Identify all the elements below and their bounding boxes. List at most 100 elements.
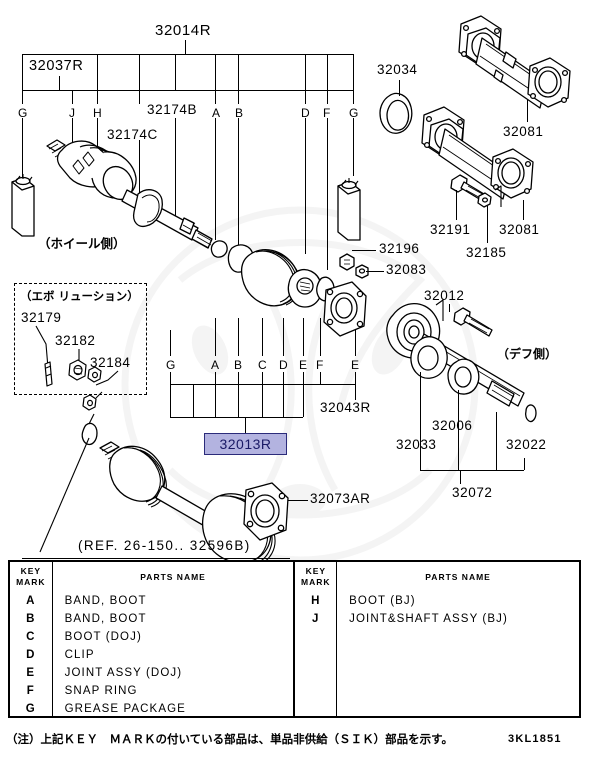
bracket-tick — [305, 90, 306, 104]
label-32081-upper: 32081 — [503, 124, 544, 139]
table-row: E JOINT ASSY (DOJ) — [10, 664, 579, 682]
leader-line — [238, 318, 239, 356]
table-header-row: KEY MARK PARTS NAME KEY MARK PARTS NAME — [10, 562, 579, 592]
bracket-tick — [22, 90, 23, 104]
bracket-tick — [238, 54, 239, 90]
row-key: B — [10, 610, 53, 628]
bracket-tick — [283, 384, 284, 417]
row-key: H — [294, 592, 338, 610]
label-32174B: 32174B — [147, 102, 198, 117]
header-parts-name-right: PARTS NAME — [425, 571, 491, 582]
row-key: E — [10, 664, 53, 682]
leader-line — [72, 118, 73, 142]
mid-key-E: E — [299, 358, 308, 372]
table-row: B BAND, BOOT J JOINT&SHAFT ASSY (BJ) — [10, 610, 579, 628]
bracket-tick — [72, 90, 73, 104]
header-key-line1-r: KEY — [305, 566, 327, 577]
leader-line — [262, 318, 263, 356]
leader-line — [320, 318, 321, 356]
bracket-tick — [353, 54, 354, 90]
key-letter-B: B — [235, 106, 244, 120]
label-32196: 32196 — [379, 241, 420, 256]
row-key: F — [10, 682, 53, 700]
leader-line — [215, 118, 216, 240]
header-key-mark-left: KEY MARK — [10, 562, 53, 592]
header-key-line2-r: MARK — [301, 577, 331, 587]
leader-32006 — [458, 390, 459, 470]
table-row: A BAND, BOOT H BOOT (BJ) — [10, 592, 579, 610]
parts-name-table: KEY MARK PARTS NAME KEY MARK PARTS NAME … — [8, 560, 581, 718]
key-letter-J: J — [69, 106, 75, 120]
leader-line — [215, 318, 216, 356]
bracket-tick — [305, 54, 306, 90]
leader-line — [355, 330, 356, 356]
label-32034: 32034 — [377, 62, 418, 77]
leader-32083 — [366, 271, 384, 272]
row-name — [337, 700, 579, 718]
leader-line — [139, 140, 140, 214]
mid-key-D: D — [279, 358, 288, 372]
row-name: SNAP RING — [52, 682, 296, 700]
bracket-tick — [353, 90, 354, 104]
row-key — [294, 628, 338, 646]
bracket-tick — [303, 372, 304, 384]
leader-32081-lower — [523, 200, 524, 220]
mid-key-B: B — [234, 358, 243, 372]
bracket-tick — [97, 90, 98, 104]
table-row: C BOOT (DOJ) — [10, 628, 579, 646]
row-name — [337, 628, 579, 646]
table-row: F SNAP RING — [10, 682, 579, 700]
bracket-tick — [303, 384, 304, 417]
bracket-tick — [320, 372, 321, 384]
table-footnote: （注）上記ＫＥＹ ＭＡＲＫの付いている部品は、単品非供給（ＳＩＫ）部品を示す。 — [6, 732, 454, 746]
row-key — [294, 682, 338, 700]
key-letter-G: G — [18, 106, 28, 120]
row-name — [337, 646, 579, 664]
bracket-tick — [496, 458, 497, 470]
bracket-tick — [215, 384, 216, 417]
label-32006: 32006 — [432, 418, 473, 433]
mid-key-G: G — [166, 358, 176, 372]
mid-key-A: A — [211, 358, 220, 372]
tick-32072 — [460, 470, 461, 484]
label-32174C: 32174C — [107, 127, 158, 142]
leader-line — [238, 118, 239, 248]
tick-32013R — [245, 417, 246, 433]
leader-32073AR — [288, 500, 308, 501]
key-letter-G2: G — [349, 106, 359, 120]
bracket-tick — [170, 372, 171, 384]
header-key-line1: KEY — [20, 566, 42, 577]
row-key: A — [10, 592, 53, 610]
tick-32043R — [355, 384, 356, 400]
header-key-mark-right: KEY MARK — [294, 562, 338, 592]
label-32081-lower: 32081 — [499, 222, 540, 237]
bracket-tick — [524, 458, 525, 470]
label-32073AR: 32073AR — [310, 491, 371, 506]
leader-32022 — [496, 412, 497, 470]
row-name: BOOT (DOJ) — [52, 628, 296, 646]
bracket-tick — [193, 384, 194, 417]
leader-line — [97, 118, 98, 150]
leader-32034 — [399, 80, 400, 96]
label-wheel-side: （ホイール側） — [38, 236, 126, 251]
label-32022: 32022 — [506, 437, 547, 452]
leader-line — [327, 118, 328, 270]
highlighted-part-32013R[interactable]: 32013R — [204, 433, 287, 455]
bracket-tick — [458, 458, 459, 470]
tick-32014R — [185, 40, 186, 54]
bracket-tick — [238, 372, 239, 384]
row-name: GREASE PACKAGE — [52, 700, 296, 718]
leader-line — [170, 330, 171, 356]
bracket-tick — [262, 384, 263, 417]
label-32179: 32179 — [21, 310, 62, 325]
row-name — [337, 664, 579, 682]
table-row: G GREASE PACKAGE — [10, 700, 579, 718]
row-key: G — [10, 700, 53, 718]
bracket-tick — [262, 372, 263, 384]
key-letter-F: F — [323, 106, 331, 120]
bracket-bar-lower — [22, 90, 354, 91]
leader-32033 — [420, 372, 421, 470]
bracket-bar-32072 — [420, 470, 524, 471]
row-name: BOOT (BJ) — [349, 595, 416, 607]
leader-line — [283, 318, 284, 356]
